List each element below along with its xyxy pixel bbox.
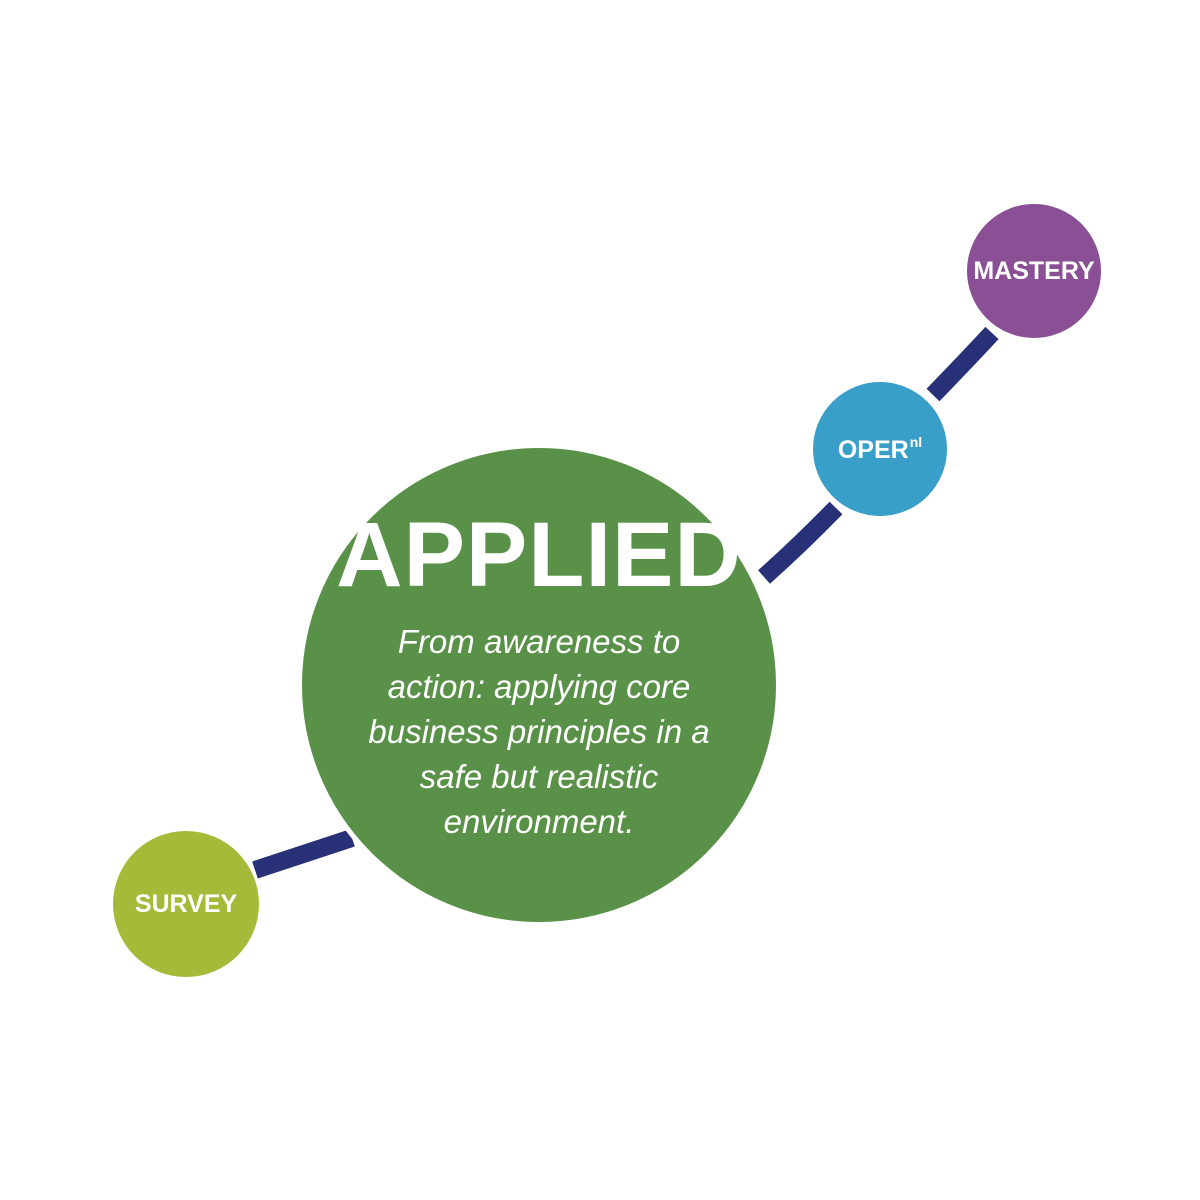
connector-operational-mastery bbox=[926, 326, 999, 402]
stage-operational-superscript: nl bbox=[909, 433, 923, 450]
stage-mastery-label: MASTERY bbox=[973, 256, 1095, 285]
connector-applied-operational bbox=[758, 501, 843, 584]
stage-operational-label-main: OPER bbox=[837, 435, 909, 464]
stage-applied-circle: APPLIED From awareness to action: applyi… bbox=[297, 443, 781, 927]
stage-operational-circle: OPERnl bbox=[808, 377, 952, 521]
stage-survey-label: SURVEY bbox=[134, 889, 238, 918]
stage-applied-title: APPLIED bbox=[336, 503, 742, 606]
stage-mastery-circle: MASTERY bbox=[962, 199, 1106, 343]
stage-survey-circle: SURVEY bbox=[113, 831, 259, 977]
connector-survey-applied bbox=[252, 829, 355, 879]
stage-operational-label: OPERnl bbox=[838, 434, 922, 465]
stage-applied-description: From awareness to action: applying core … bbox=[368, 622, 710, 840]
